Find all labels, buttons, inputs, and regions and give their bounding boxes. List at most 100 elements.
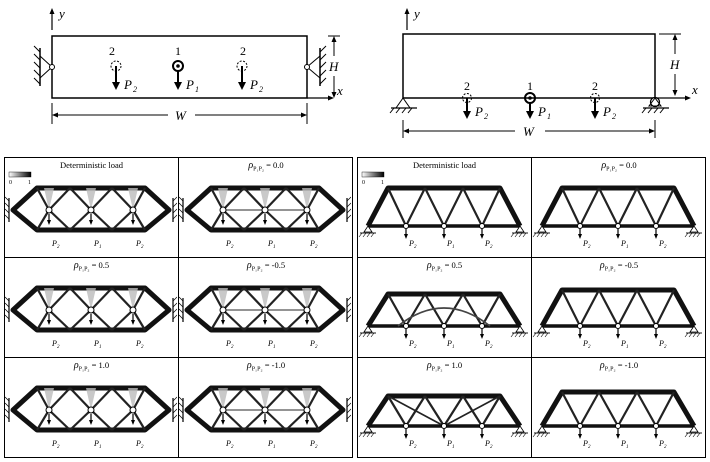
load-label: P [658, 439, 664, 448]
load-label-sub: 2 [490, 345, 493, 350]
cell-title: ρP₁P₂ = 0.5 [426, 260, 463, 273]
load-label-sub: 2 [588, 245, 591, 250]
cell-title: ρP₁P₂ = -1.0 [246, 360, 286, 373]
load-label: P [51, 239, 57, 248]
left-wall-support [33, 45, 55, 86]
load-label: P [446, 439, 452, 448]
svg-text:2: 2 [592, 79, 598, 93]
load-label-sub: 2 [231, 445, 234, 450]
y-axis-label: y [412, 6, 420, 21]
load-label: P [620, 339, 626, 348]
svg-text:P: P [474, 104, 483, 119]
load-label-sub: 2 [57, 245, 60, 250]
load-label-sub: 2 [231, 345, 234, 350]
load-label-sub: 1 [452, 445, 455, 450]
colorbar-min: 0 [362, 180, 365, 186]
width-dimension: W [402, 120, 656, 139]
schematic-bridge: y 2 P 2 1 P 1 2 [389, 6, 698, 139]
cell-title: ρP₁P₂ = -1.0 [599, 360, 639, 373]
svg-text:2: 2 [133, 85, 137, 94]
load-label-sub: 2 [141, 245, 144, 250]
load-label-sub: 2 [414, 445, 417, 450]
load-p1-center: 1 P 1 [524, 79, 551, 121]
arch-top [365, 185, 523, 228]
load-label-sub: 1 [99, 445, 102, 450]
width-dimension: W [51, 103, 308, 124]
right-wall-support [304, 45, 327, 86]
svg-text:2: 2 [259, 85, 263, 94]
load-label-sub: 2 [490, 445, 493, 450]
load-label-sub: 2 [588, 345, 591, 350]
cell-title: ρP₁P₂ = 1.0 [426, 360, 463, 373]
load-label: P [582, 339, 588, 348]
load-label-sub: 1 [273, 245, 276, 250]
load-label: P [408, 239, 414, 248]
schematic-clamped-beam: y 2 P 2 1 P 1 [33, 6, 343, 124]
cell-title: ρP₁P₂ = 0.5 [73, 260, 110, 273]
right-roller-support [641, 96, 669, 114]
load-label: P [225, 339, 231, 348]
svg-text:H: H [328, 59, 339, 74]
load-label: P [582, 239, 588, 248]
load-label: P [225, 439, 231, 448]
load-label-sub: 1 [452, 245, 455, 250]
load-label-sub: 1 [273, 345, 276, 350]
cell-title: Deterministic load [59, 160, 124, 170]
load-label-sub: 2 [231, 245, 234, 250]
load-label-sub: 1 [273, 445, 276, 450]
bridge-domain [402, 33, 656, 99]
colorbar-max: 1 [381, 180, 384, 186]
height-dimension: H [659, 33, 681, 96]
load-label-sub: 2 [315, 345, 318, 350]
load-label-sub: 1 [626, 445, 629, 450]
load-p2-right: 2 P 2 [236, 44, 263, 94]
svg-text:1: 1 [195, 85, 199, 94]
cell-title: ρP₁P₂ = 0.0 [248, 160, 284, 173]
load-label: P [309, 439, 315, 448]
svg-text:2: 2 [464, 79, 470, 93]
load-label-sub: 2 [664, 245, 667, 250]
colorbar [361, 171, 385, 178]
arch-top [539, 389, 697, 428]
load-label: P [135, 339, 141, 348]
load-label: P [225, 239, 231, 248]
arch-top [539, 185, 697, 228]
svg-text:1: 1 [175, 44, 181, 58]
cell-title: ρP₁P₂ = -0.5 [599, 260, 639, 273]
x-axis-label: x [691, 82, 698, 97]
cell-title: ρP₁P₂ = -0.5 [246, 260, 286, 273]
load-label-sub: 1 [452, 345, 455, 350]
load-label-sub: 2 [315, 445, 318, 450]
svg-text:2: 2 [612, 112, 616, 121]
cell-title: ρP₁P₂ = 1.0 [73, 360, 110, 373]
load-label-sub: 2 [588, 445, 591, 450]
svg-text:W: W [175, 108, 187, 123]
svg-text:H: H [669, 57, 680, 72]
load-label-sub: 1 [626, 345, 629, 350]
left-pin-support [389, 97, 417, 114]
load-label: P [446, 239, 452, 248]
arch-top [365, 393, 523, 428]
load-p2-left: 2 P 2 [462, 79, 488, 121]
svg-text:2: 2 [484, 112, 488, 121]
load-label: P [446, 339, 452, 348]
cell-title: ρP₁P₂ = 0.0 [601, 160, 637, 173]
load-label-sub: 2 [141, 345, 144, 350]
load-label: P [484, 439, 490, 448]
